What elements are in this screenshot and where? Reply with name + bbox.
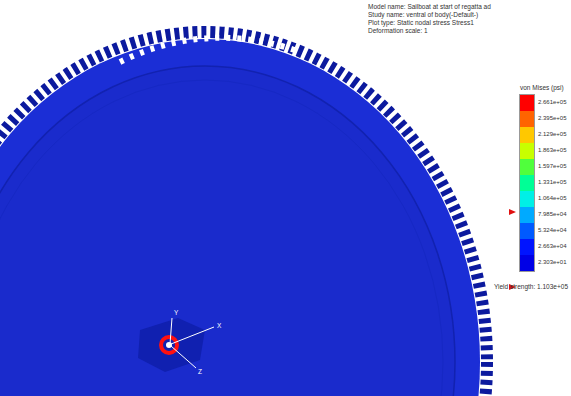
legend-value: 1.331e+05 <box>538 179 567 186</box>
legend-value: 2.303e+01 <box>538 259 567 266</box>
axis-label: Y <box>174 309 178 317</box>
study-info: Plot type: Static nodal stress Stress1 <box>368 19 474 27</box>
legend-value: 2.129e+05 <box>538 131 567 138</box>
legend-value: 2.663e+04 <box>538 243 567 250</box>
legend-swatch <box>520 95 534 111</box>
hub <box>138 318 205 372</box>
hub-bore <box>166 342 172 348</box>
legend-swatch <box>520 175 534 191</box>
legend-swatch <box>520 223 534 239</box>
legend-value: 1.597e+05 <box>538 163 567 170</box>
legend-swatch <box>520 239 534 255</box>
legend-swatch <box>520 159 534 175</box>
axis-label: Z <box>198 368 202 376</box>
legend-title: von Mises (psi) <box>520 84 564 92</box>
gear-body <box>0 39 480 396</box>
axis-label: X <box>217 322 221 330</box>
study-info: Deformation scale: 1 <box>368 27 428 35</box>
legend-swatch <box>520 127 534 143</box>
legend-value: 1.863e+05 <box>538 147 567 154</box>
legend-value: 5.324e+04 <box>538 227 567 234</box>
gear-face <box>0 66 455 396</box>
triad-axis <box>171 346 196 368</box>
legend-value: 1.064e+05 <box>538 195 567 202</box>
legend-swatch <box>520 191 534 207</box>
gear-teeth <box>0 32 487 396</box>
triad-axis <box>171 327 214 344</box>
triad-axis <box>170 318 172 344</box>
gear-slots <box>120 38 300 62</box>
yield-marker <box>509 209 516 215</box>
legend-swatch <box>520 143 534 159</box>
study-info: Model name: Sailboat at start of regatta… <box>368 3 491 11</box>
legend-swatch <box>520 111 534 127</box>
legend-swatch <box>520 255 534 271</box>
legend-value: 2.661e+05 <box>538 99 567 106</box>
color-bar-frame <box>520 95 535 272</box>
legend-value: 2.395e+05 <box>538 115 567 122</box>
legend-swatch <box>520 207 534 223</box>
study-info: Study name: ventral of body(-Default-) <box>368 11 478 19</box>
stress-hotspot <box>161 337 177 353</box>
gear-web <box>0 80 443 396</box>
legend-value: 7.985e+04 <box>538 211 567 218</box>
yield-strength: Yield strength: 1.103e+05 <box>494 283 568 291</box>
